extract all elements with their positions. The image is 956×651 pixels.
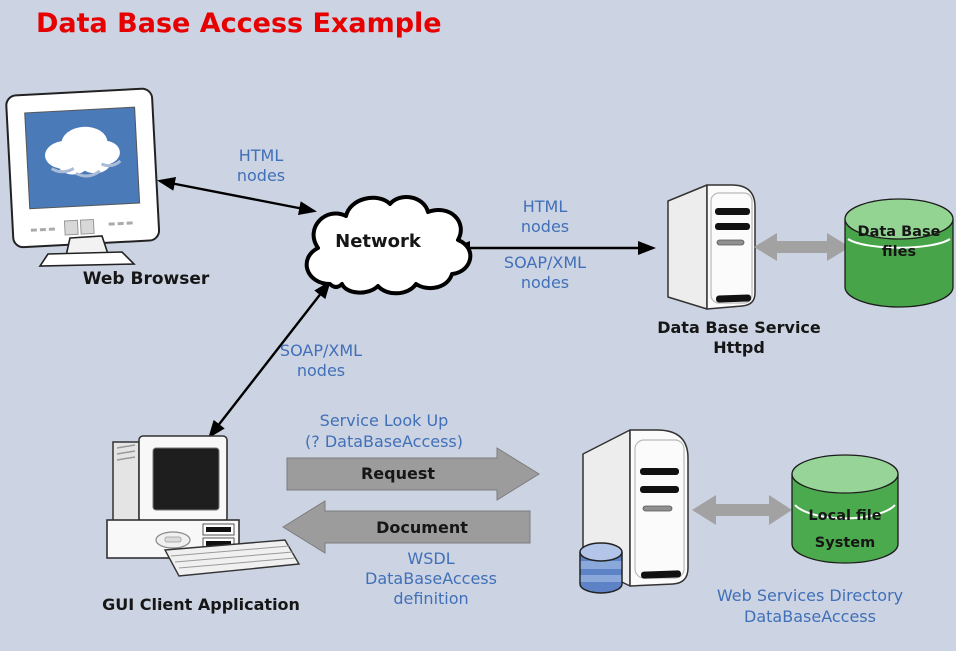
server-tower-disk-icon [579,429,689,594]
database-cylinder-icon [844,198,954,308]
diagram-title: Data Base Access Example [36,8,442,39]
double-arrow-dbservice-files [754,233,850,261]
request-block-arrow [286,447,540,501]
arrow-browser-network [157,176,317,216]
request-label: Request [360,464,436,483]
document-label: Document [376,518,468,537]
monitor-cloud-icon [5,87,161,267]
disk-stack-icon [579,542,623,594]
edge-label-network-dbservice-lower: SOAP/XML nodes [503,253,587,292]
cloud-icon [304,195,473,296]
gui-client-label: GUI Client Application [102,595,300,614]
request-caption: Service Look Up (? DataBaseAccess) [305,411,463,451]
connector-arrows [157,176,656,439]
edge-label-network-dbservice-upper: HTML nodes [520,197,570,236]
server-tower-icon [667,184,756,310]
database-cylinder-icon [791,454,899,564]
edge-label-gui-network: SOAP/XML nodes [279,341,363,380]
local-fs-label: Local file System [808,508,882,551]
desktop-computer-icon [106,435,301,577]
web-browser-label: Web Browser [82,269,210,289]
ws-directory-label: Web Services Directory DataBaseAccess [716,586,904,626]
network-label: Network [335,231,421,252]
document-block-arrow [282,500,531,554]
arrow-gui-network [208,280,331,439]
db-files-label: Data Base files [857,224,941,260]
edge-label-browser-network: HTML nodes [236,146,286,185]
double-arrow-directory-localfs [692,495,792,525]
db-service-label: Data Base Service Httpd [657,318,821,357]
document-caption: WSDL DataBaseAccess definition [365,549,497,608]
